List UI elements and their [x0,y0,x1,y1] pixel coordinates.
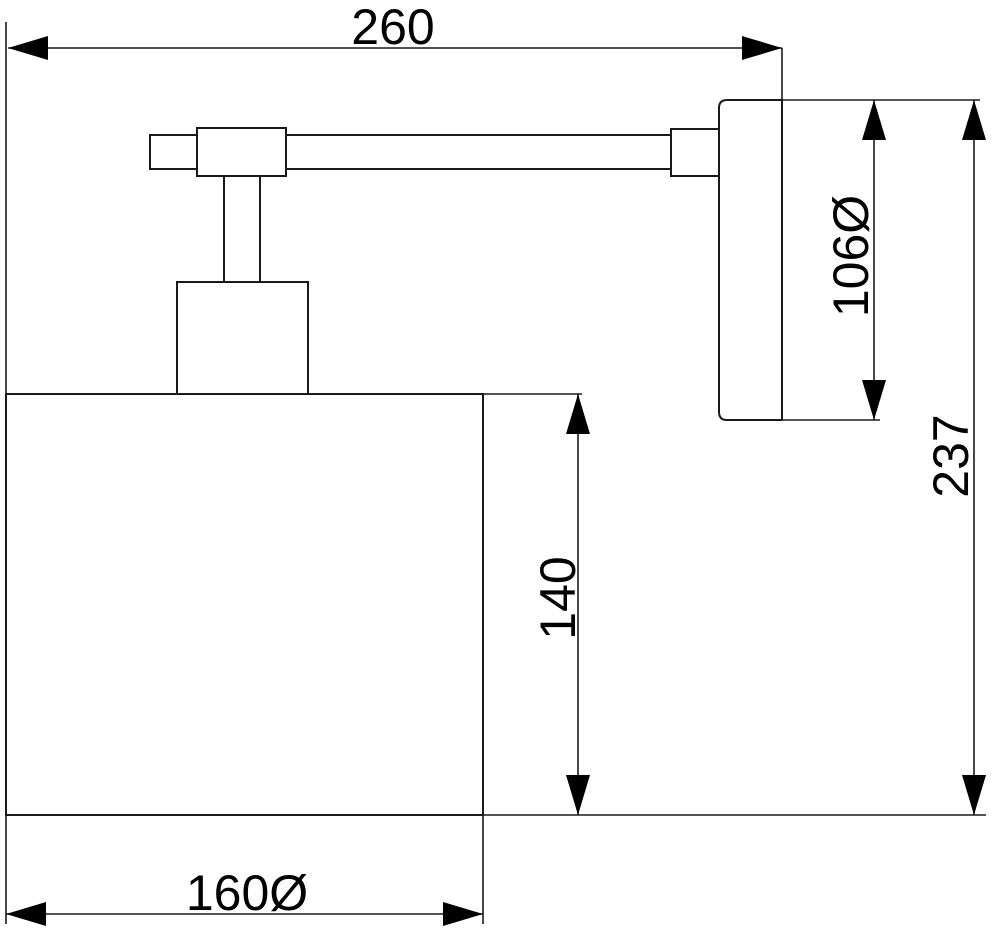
arrow-top [962,100,986,140]
arrow-top [862,100,886,140]
vertical-stem [223,175,261,283]
dimension-overall-width: 260 [5,0,783,394]
mount-diameter-label: 106Ø [823,195,879,317]
arm-joint-plate [670,128,720,177]
dimension-overall-height: 237 [483,100,986,816]
shade-diameter-label: 160Ø [186,865,308,921]
arm-connector [196,127,287,177]
arrow-bottom [862,380,886,420]
horizontal-arm [285,134,672,170]
dimension-mount-diameter: 106Ø [782,99,980,421]
arrow-bottom [962,775,986,815]
dimension-shade-diameter: 160Ø [5,815,484,926]
lamp-outline [5,99,783,816]
socket-holder [176,281,309,395]
arrow-top [566,394,590,434]
dimension-shade-height: 140 [483,393,590,815]
overall-width-label: 260 [351,0,434,55]
arrow-left [8,36,48,60]
arrow-right [443,902,483,926]
arm-end-cap [149,134,198,170]
shade-height-label: 140 [530,556,586,639]
wall-mount-plate [718,99,782,421]
arrow-bottom [566,775,590,815]
arrow-right [742,36,782,60]
arrow-left [6,902,46,926]
lamp-shade [5,393,484,816]
overall-height-label: 237 [923,414,979,497]
